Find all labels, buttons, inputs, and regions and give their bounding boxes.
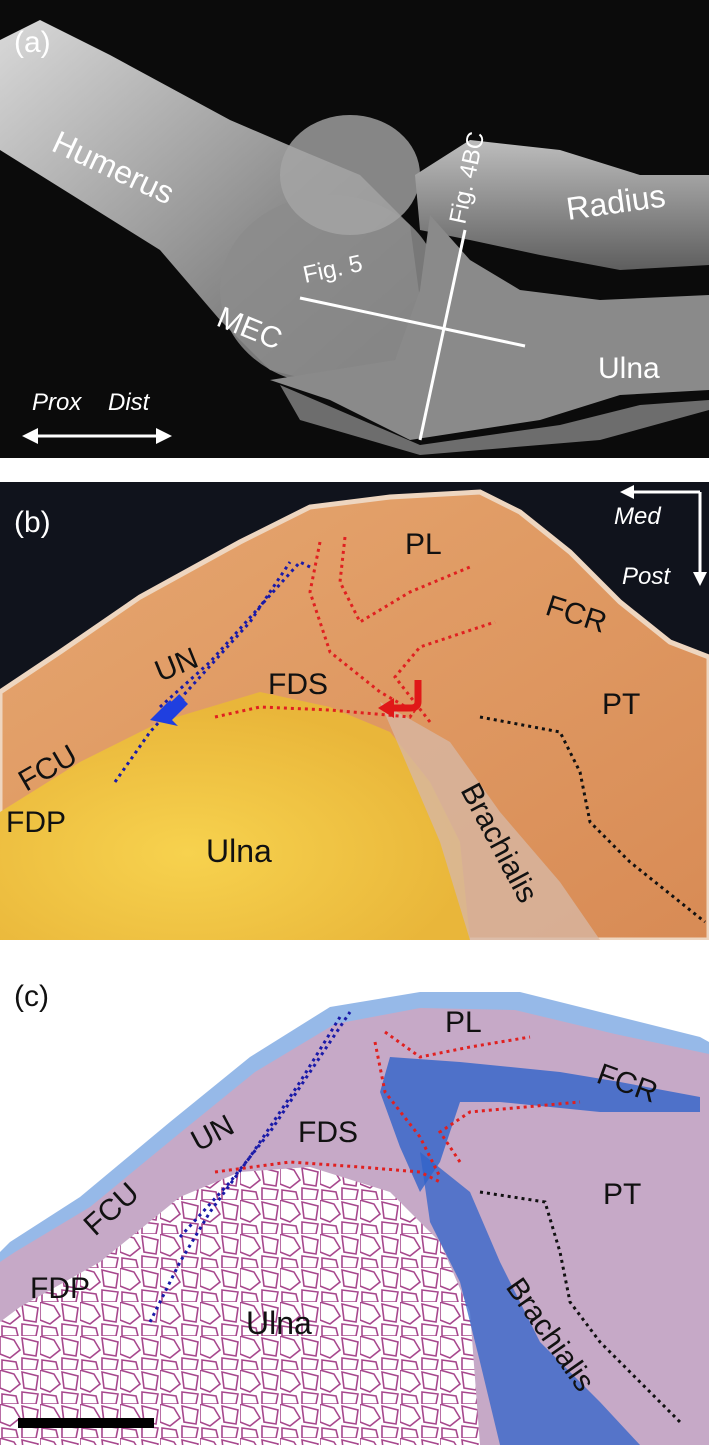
pl-label: PL — [405, 528, 442, 561]
dist-arrowhead-icon — [156, 428, 172, 444]
blue-arrow-shaft — [157, 694, 185, 721]
brachialis-outline — [479, 715, 706, 924]
post-label: Post — [622, 563, 671, 590]
fig4bc-section-line — [418, 229, 467, 441]
panel-a-image: (a) Humerus Radius MEC Ulna Fig. 5 Fig. … — [0, 0, 709, 458]
dist-label: Dist — [108, 389, 151, 416]
fds-label: FDS — [268, 668, 328, 701]
red-arrow-icon — [378, 698, 394, 718]
panel-c-image: (c) PL FCR UN FDS PT FCU FDP Ulna Brachi… — [0, 962, 709, 1445]
panel-c-letter: (c) — [14, 980, 49, 1013]
fds-outline-inferior — [214, 701, 422, 719]
fds-outline-medial — [308, 541, 416, 714]
pt-label: PT — [602, 688, 640, 721]
ulna-bone — [270, 215, 709, 440]
radius-bone — [415, 140, 709, 270]
fds-outline-inferior — [214, 1160, 441, 1184]
ulna-trabecular-bone — [0, 1167, 480, 1445]
ulna-shadow — [280, 385, 709, 455]
panel-b-letter: (b) — [14, 506, 51, 539]
fig5-section-line — [299, 296, 526, 348]
med-arrowhead-icon — [620, 485, 634, 499]
panel-a-elbow-bones-photo: (a) Humerus Radius MEC Ulna Fig. 5 Fig. … — [0, 0, 709, 458]
pl-outline — [338, 536, 471, 625]
brachialis-fascia — [380, 702, 600, 940]
post-arrowhead-icon — [693, 572, 707, 586]
brachialis-outline — [479, 1190, 682, 1424]
ulnar-nerve-outline-upper — [158, 560, 311, 709]
panel-b-image: (b) Med Post PL FCR UN FDS PT FCU FDP Ul… — [0, 482, 709, 940]
panel-b-gross-section-photo: (b) Med Post PL FCR UN FDS PT FCU FDP Ul… — [0, 482, 709, 940]
fds-outline-medial — [373, 1041, 442, 1178]
ulna-label: Ulna — [598, 352, 660, 385]
fdp-label: FDP — [6, 806, 66, 839]
med-label: Med — [614, 503, 661, 530]
humeral-condyle — [220, 195, 440, 385]
fcr-outline — [393, 620, 496, 723]
scale-bar — [18, 1418, 154, 1428]
panel-c-histology-section: (c) PL FCR UN FDS PT FCU FDP Ulna Brachi… — [0, 962, 709, 1445]
ulnar-nerve-outline-upper — [178, 1011, 352, 1239]
pl-label: PL — [445, 1006, 482, 1039]
ulna-label: Ulna — [206, 833, 272, 869]
ulna-bone-section — [0, 692, 470, 940]
dense-connective-tissue — [420, 1152, 640, 1445]
red-arrow-shaft — [392, 680, 422, 712]
prox-arrowhead-icon — [22, 428, 38, 444]
fcr-outline — [437, 1100, 581, 1163]
ulnar-nerve-outline-lower — [148, 1016, 342, 1323]
fds-label: FDS — [298, 1116, 358, 1149]
fdp-label: FDP — [30, 1272, 90, 1305]
humeral-capitulum — [280, 115, 420, 235]
panel-a-letter: (a) — [14, 26, 51, 59]
pl-outline — [384, 1030, 531, 1059]
prox-label: Prox — [32, 389, 82, 416]
fcr-tendon-band — [380, 1057, 700, 1192]
pt-label: PT — [603, 1178, 641, 1211]
ulna-label: Ulna — [246, 1305, 312, 1341]
